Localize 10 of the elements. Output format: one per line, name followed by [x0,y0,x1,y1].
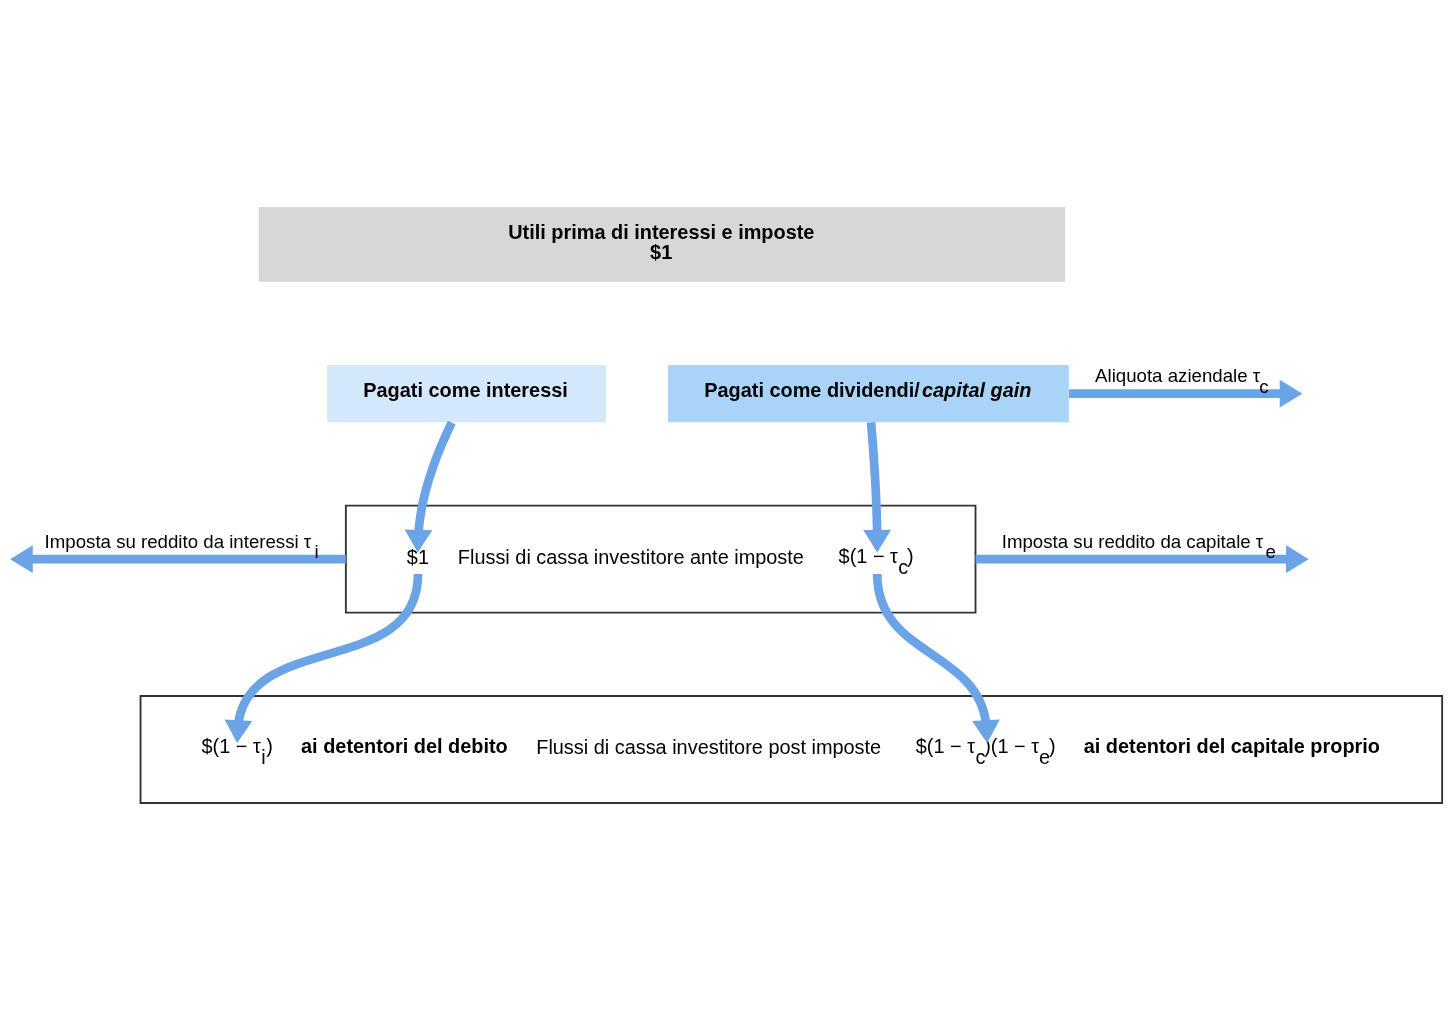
arrow [1069,379,1303,408]
arrow [224,573,423,743]
arrow [872,573,1000,743]
arrow [975,545,1309,573]
arrow [863,422,891,553]
node-box: Utili prima di interessi e imposte $1 [258,207,1066,282]
node-box: Pagati come interessi [327,365,606,423]
node-box: Pagati come dividendi/capital gain [668,365,1069,423]
arrow [10,545,346,573]
arrow [404,420,456,553]
